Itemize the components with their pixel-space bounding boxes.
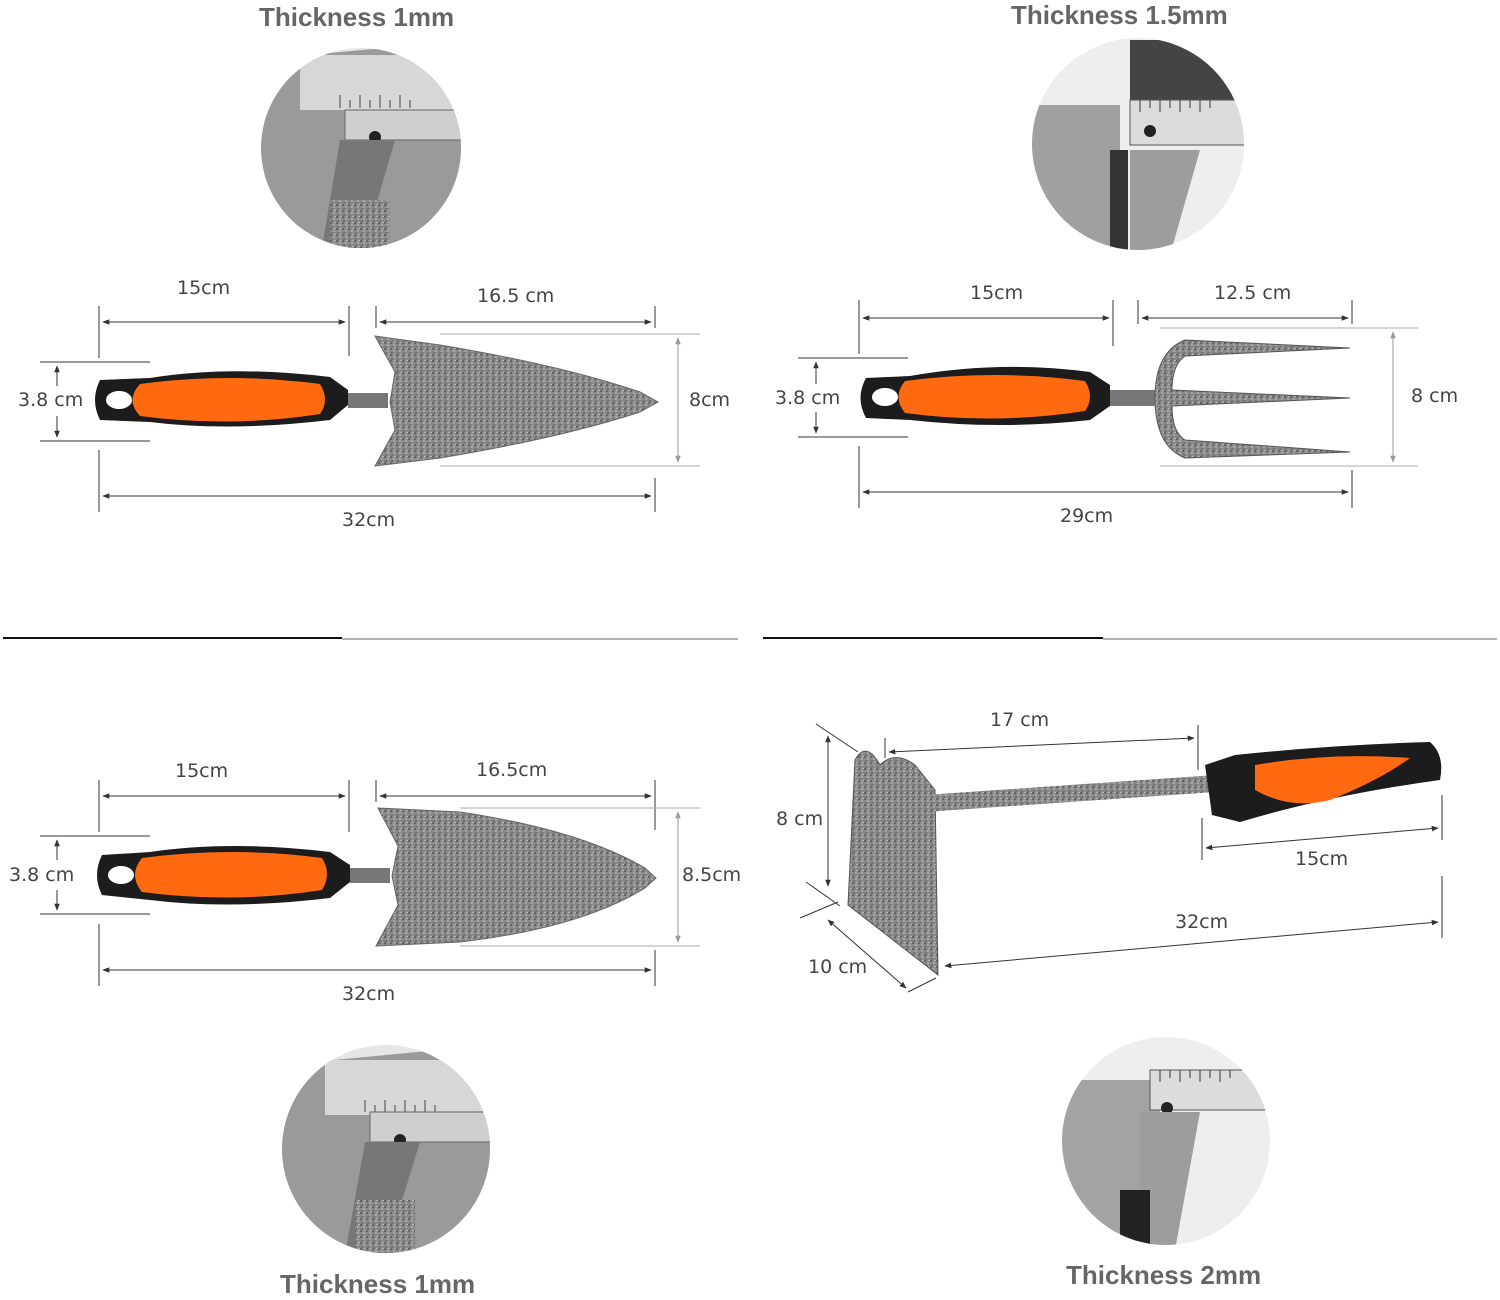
- fork-tine-length: 12.5 cm: [1214, 282, 1292, 304]
- hoe-total-length: 32cm: [1175, 911, 1229, 933]
- thickness-label-fork: Thickness 1.5mm: [1011, 0, 1228, 30]
- wide-trowel-blade: [375, 807, 657, 947]
- fork-tines: [1154, 339, 1351, 459]
- trowel-narrow-blade-length: 16.5 cm: [477, 285, 555, 307]
- hand-hoe: [847, 742, 1442, 977]
- trowel-wide-blade-width: 8.5cm: [682, 864, 742, 886]
- fork-handle-length: 15cm: [970, 282, 1024, 304]
- divider-left: [3, 637, 738, 640]
- fork-tine-width: 8 cm: [1411, 385, 1459, 407]
- caliper-photo-1: [261, 48, 461, 248]
- trowel-wide-blade-length: 16.5cm: [476, 759, 548, 781]
- dimensions-trowel-wide: [40, 780, 700, 986]
- hoe-blade-height: 8 cm: [776, 808, 824, 830]
- hoe-shaft-length: 17 cm: [990, 709, 1050, 731]
- hoe-handle-length: 15cm: [1295, 848, 1349, 870]
- trowel-narrow-handle-length: 15cm: [177, 277, 231, 299]
- trowel-blade: [374, 335, 660, 467]
- fork-total-length: 29cm: [1060, 505, 1114, 527]
- fork-handle-width: 3.8 cm: [775, 387, 841, 409]
- hoe-shaft: [925, 775, 1215, 812]
- thickness-label-trowel-wide: Thickness 1mm: [280, 1269, 476, 1299]
- dimensions-trowel-narrow: [40, 306, 700, 512]
- trowel-wide: [97, 807, 657, 947]
- dimensions-fork: [798, 300, 1418, 508]
- thickness-label-hoe: Thickness 2mm: [1066, 1260, 1262, 1290]
- thickness-label-trowel-narrow: Thickness 1mm: [259, 2, 455, 32]
- trowel-wide-handle-length: 15cm: [175, 760, 229, 782]
- trowel-narrow: [95, 335, 660, 467]
- hand-fork: [860, 339, 1351, 459]
- caliper-photo-3: [282, 1045, 490, 1253]
- caliper-photo-4: [1062, 1037, 1270, 1245]
- trowel-narrow-blade-width: 8cm: [689, 389, 731, 411]
- trowel-wide-handle-width: 3.8 cm: [9, 864, 75, 886]
- trowel-narrow-handle-width: 3.8 cm: [18, 389, 84, 411]
- hoe-blade-width: 10 cm: [808, 956, 868, 978]
- caliper-photo-2: [1032, 38, 1244, 250]
- hoe-blade: [847, 750, 939, 977]
- trowel-wide-total-length: 32cm: [342, 983, 396, 1005]
- divider-right: [763, 637, 1497, 640]
- dimensions-hoe: [799, 723, 1443, 993]
- trowel-handle-orange: [132, 378, 325, 422]
- trowel-narrow-total-length: 32cm: [342, 509, 396, 531]
